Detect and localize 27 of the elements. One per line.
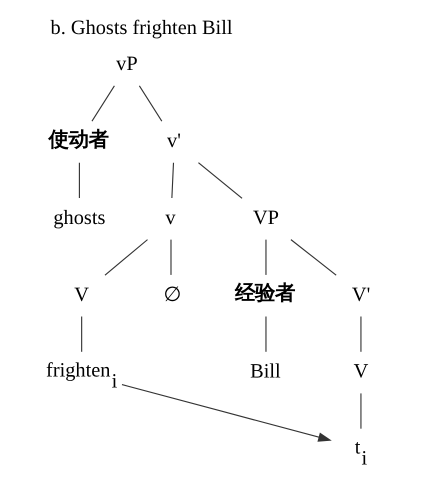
connector (198, 162, 242, 199)
node-text: v' (167, 130, 181, 152)
arrow (122, 384, 332, 442)
node-text: V (354, 360, 368, 383)
node-text: ∅ (164, 284, 181, 306)
connector (265, 316, 267, 352)
node-text: 使动者 (48, 126, 108, 151)
connector (81, 316, 82, 352)
connector (360, 316, 362, 352)
connector (265, 240, 267, 275)
node-text: V' (352, 284, 370, 306)
diagram-title: b. Ghosts frighten Bill (50, 16, 233, 39)
connector (360, 393, 362, 429)
connector (171, 162, 174, 198)
connector (91, 86, 115, 122)
node-text: VP (252, 206, 279, 229)
node-text: Bill (250, 360, 281, 383)
node-text: ghosts (53, 206, 106, 229)
node-text: 经验者 (234, 280, 295, 305)
connector (138, 86, 162, 122)
connector (78, 162, 80, 198)
node-text: V (74, 284, 90, 306)
node-text: vP (116, 53, 138, 76)
node-text: v (165, 206, 176, 229)
connector (104, 239, 148, 276)
connector (290, 239, 337, 276)
connector (170, 240, 172, 275)
